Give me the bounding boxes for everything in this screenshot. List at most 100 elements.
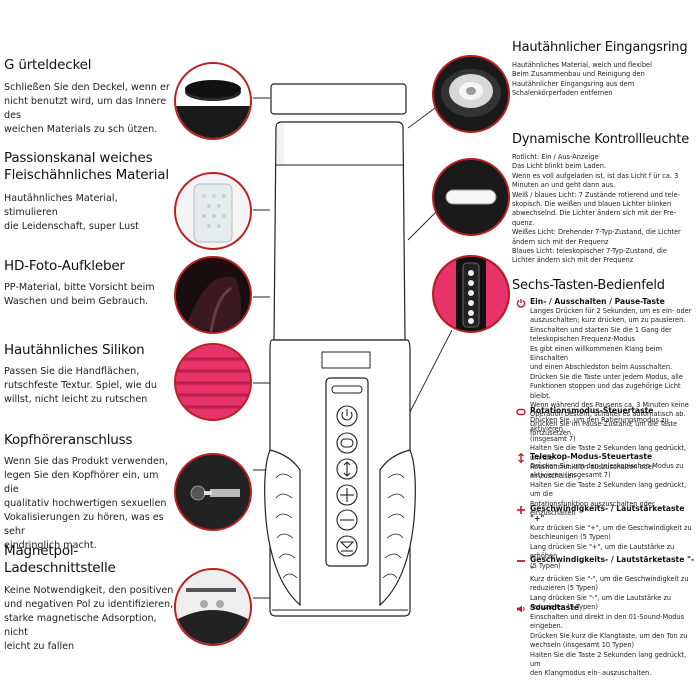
- minus-icon: [517, 560, 525, 562]
- right-block-light: Dynamische Kontrollleuchte Rotlicht: Ein…: [512, 132, 698, 266]
- key-line: Halten Sie die Taste 2 Sekunden lang ged…: [530, 444, 687, 462]
- key-line: Kurz drücken Sie "-", um die Geschwindig…: [530, 575, 689, 583]
- key-telescope: Teleskop-Modus-Steuertaste Drücken Sie, …: [516, 452, 698, 518]
- light-line: Blaues Licht: teleskopischer 7-Typ-Zusta…: [512, 247, 667, 256]
- key-line: Halten Sie die Taste 2 Sekunden lang ged…: [530, 480, 687, 499]
- light-line: Rotlicht: Ein / Aus-Anzeige: [512, 153, 599, 161]
- headphone-title: Kopfhöreranschluss: [4, 432, 133, 448]
- left-block-charging: Magnetpol-Ladeschnittstelle Keine Notwen…: [4, 543, 174, 654]
- rotation-icon: [516, 408, 526, 416]
- telescope-arrows-icon: [518, 453, 524, 463]
- cap-title: G ürteldeckel: [4, 57, 92, 73]
- light-title: Dynamische Kontrollleuchte: [512, 132, 690, 147]
- photo-sticker-photo: [174, 256, 252, 334]
- light-line: abwechselnd. Die Lichter ändern sich mit…: [512, 209, 676, 218]
- key-line: Drücken Sie kurz die Klangtaste, um den …: [530, 631, 688, 640]
- key-line: Kurz drücken Sie "+", um die Geschwindig…: [530, 524, 692, 532]
- key-line: eingeben.: [530, 622, 563, 631]
- speaker-icon: [517, 605, 525, 613]
- light-line: quenz.: [512, 218, 535, 227]
- ring-line: Beim Zusammenbau und Reinigung den: [512, 70, 645, 79]
- key-line: Lang drücken Sie "-", um die Lautstärke …: [530, 593, 672, 602]
- key-line: Es gibt einen willkommenen Klang beim Ei…: [530, 344, 663, 363]
- light-line: Weißes Licht: Drehender 7-Typ-Zustand, d…: [512, 228, 681, 237]
- sticker-title: HD-Foto-Aufkleber: [4, 258, 125, 274]
- light-line: Lichter ändern sich mit der Frequenz: [512, 256, 634, 265]
- key-line: Langes Drücken für 2 Sekunden, um es ein…: [530, 307, 692, 315]
- key-line: Funktionen stoppen und das zugehörige Li…: [530, 382, 681, 400]
- ring-line: Hautähnlicher Eingangsring aus dem: [512, 79, 635, 88]
- light-line: Weiß / blaues Licht: 7 Zustände rotieren…: [512, 190, 680, 199]
- silicone-photo: [174, 343, 252, 421]
- key-line: Halten Sie die Taste 2 Sekunden lang ged…: [530, 650, 687, 669]
- light-line: ändern sich mit der Frequenz: [512, 237, 609, 246]
- channel-line: Hautähnliches Material, stimulieren: [4, 193, 118, 218]
- key-line: Rotationsfunktion auszuschalten oder ein…: [530, 463, 655, 481]
- key-line: teleskopischen Frequenz-Modus: [530, 335, 636, 344]
- key-line: Drücken Sie, um den Ratierungsmodus zu a…: [530, 416, 669, 434]
- cap-line: nicht benutzt wird, um das Innere des: [4, 96, 167, 121]
- charging-line: leicht zu fallen: [4, 641, 75, 652]
- key-line: Drücken Sie die Taste unter jedem Modus,…: [530, 372, 683, 381]
- key-title: Geschwindigkeits- / Lautstärketaste "+": [530, 504, 685, 523]
- key-title: Soundtaste: [530, 603, 579, 612]
- headphone-jack-photo: [174, 453, 252, 531]
- ring-title: Hautähnlicher Eingangsring: [512, 40, 688, 55]
- key-line: reduzieren (5 Typen): [530, 603, 598, 612]
- key-rotation: Rotationsmodus-Steuertaste Drücken Sie, …: [516, 406, 698, 482]
- charging-port-photo: [174, 568, 252, 646]
- key-line: wechseln (insgesamt 10 Typen): [530, 641, 635, 650]
- key-plus: Geschwindigkeits- / Lautstärketaste "+" …: [516, 504, 698, 571]
- key-power: Ein- / Ausschalten / Pause-Taste Langes …: [516, 297, 698, 439]
- silicone-line: willst, nicht leicht zu rutschen: [4, 394, 148, 405]
- key-line: (5 Typen): [530, 561, 561, 570]
- charging-line: starke magnetische Adsorption, nicht: [4, 613, 157, 638]
- light-line: Minuten an und geht dann aus.: [512, 181, 616, 190]
- ring-line: Schalenkörperfaden entfernen: [512, 89, 613, 98]
- key-line: reduzieren (5 Typen): [530, 584, 598, 593]
- key-sound: Soundtaste Einschalten und direkt in den…: [516, 603, 698, 679]
- key-line: (insgesamt 7): [530, 434, 576, 443]
- entry-ring-photo: [432, 55, 510, 133]
- indicator-light-photo: [432, 158, 510, 236]
- channel-photo: [174, 172, 252, 250]
- cap-line: weichen Materials zu sch ützen.: [4, 124, 158, 135]
- cap-line: Schließen Sie den Deckel, wenn er: [4, 82, 170, 93]
- key-line: Operation besteht, schaltet es automatis…: [530, 410, 686, 419]
- left-block-channel: Passionskanal weiches Fleischähnliches M…: [4, 150, 174, 234]
- channel-title: Passionskanal weiches: [4, 150, 153, 166]
- light-line: Wenn es voll aufgeladen ist, ist das Lic…: [512, 171, 679, 180]
- light-line: Das Licht blinkt beim Laden.: [512, 162, 606, 171]
- silicone-line: Passen Sie die Handflächen,: [4, 366, 140, 377]
- left-block-cap: G ürteldeckel Schließen Sie den Deckel, …: [4, 57, 174, 137]
- headphone-line: Wenn Sie das Produkt verwenden,: [4, 456, 168, 467]
- right-block-ring: Hautähnlicher Eingangsring Hautähnliches…: [512, 40, 698, 99]
- key-title: Geschwindigkeits- / Lautstärketaste "-": [530, 555, 695, 574]
- left-block-silicone: Hautähnliches Silikon Passen Sie die Han…: [4, 342, 174, 407]
- key-line: Drücken Sie im Pause-Zustand, um die Tas…: [530, 419, 678, 428]
- power-icon: [516, 299, 526, 308]
- key-title: Teleskop-Modus-Steuertaste: [530, 452, 653, 461]
- headphone-line: eindringlich macht.: [4, 540, 97, 551]
- key-line: Wenn während des Pausens ca. 3 Minuten k…: [530, 401, 689, 410]
- key-line: fortzusetzen.: [530, 429, 574, 438]
- key-title: Rotationsmodus-Steuertaste: [530, 406, 654, 415]
- headphone-line: qualitativ hochwertigen sexuellen: [4, 498, 167, 509]
- headphone-line: legen Sie den Kopfhörer ein, um die: [4, 470, 159, 495]
- key-line: aktivieren (insgesamt 7): [530, 471, 611, 480]
- channel-title-2: Fleischähnliches Material: [4, 167, 169, 183]
- charging-line: Keine Notwendigkeit, den positiven: [4, 585, 174, 596]
- key-line: Lang drücken Sie "+", um die Lautstärke …: [530, 542, 675, 561]
- sticker-line: PP-Material, bitte Vorsicht beim: [4, 282, 155, 293]
- key-minus: Geschwindigkeits- / Lautstärketaste "-" …: [516, 555, 698, 613]
- key-line: auszuschalten; kurz drücken, um zu pausi…: [530, 316, 686, 325]
- charging-line: und negativen Pol zu identifizieren,: [4, 599, 174, 610]
- key-line: Einschalten und direkt in den 01-Sound-M…: [530, 613, 685, 621]
- silicone-line: rutschfeste Textur. Spiel, wie du: [4, 380, 157, 391]
- ring-line: Hautähnliches Material, weich und flexib…: [512, 61, 652, 69]
- key-line: Drücken Sie, um den teleskopischen Modus…: [530, 462, 684, 470]
- key-line: Einschalten und starten Sie die 1 Gang d…: [530, 325, 672, 334]
- light-line: skopisch. Die weißen und blauen Lichter …: [512, 200, 672, 209]
- plus-icon: [517, 506, 525, 514]
